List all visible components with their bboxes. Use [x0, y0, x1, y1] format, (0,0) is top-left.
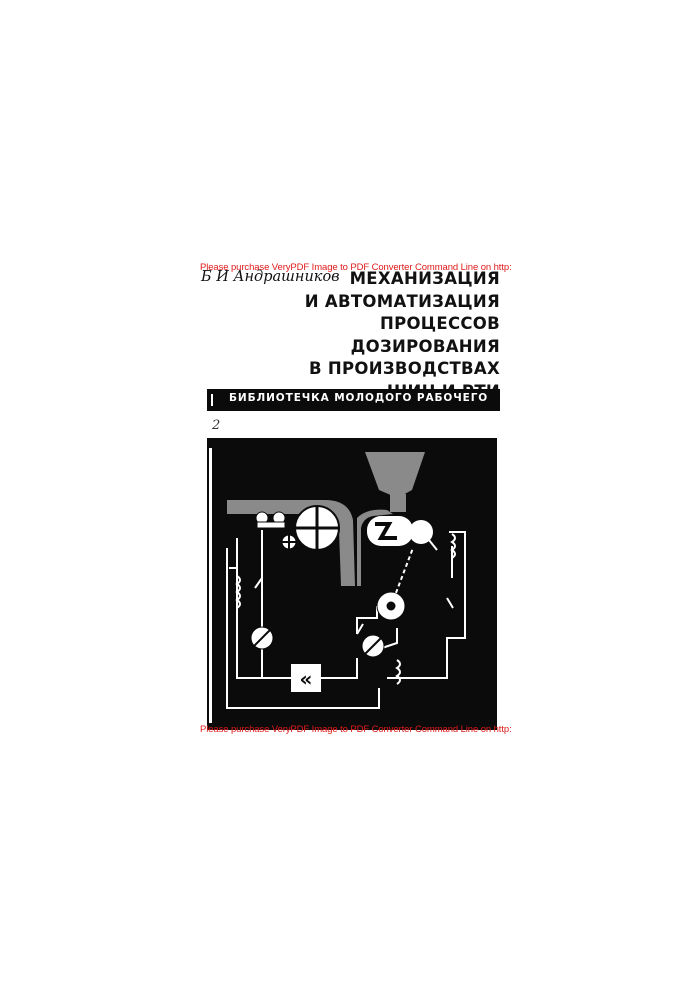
cover-diagram: «	[207, 438, 497, 730]
book-title: МЕХАНИЗАЦИЯ И АВТОМАТИЗАЦИЯ ПРОЦЕССОВ ДО…	[305, 268, 500, 403]
weigh-sensor	[367, 516, 438, 551]
title-line: ДОЗИРОВАНИЯ	[350, 336, 500, 356]
pulleys	[255, 505, 340, 551]
title-line: ПРОЦЕССОВ	[379, 314, 500, 333]
coils	[235, 533, 456, 685]
hopper	[365, 452, 425, 512]
book-author: Б И Андрашников	[201, 269, 340, 285]
handwritten-mark: 2	[212, 418, 221, 433]
diagram-left-stripe	[209, 448, 212, 723]
banner-tick	[211, 394, 213, 406]
belt-material	[227, 500, 393, 586]
switches	[254, 577, 454, 635]
series-name: БИБЛИОТЕЧКА МОЛОДОГО РАБОЧЕГО	[229, 392, 489, 404]
watermark-top: Please purchase VeryPDF Image to PDF Con…	[200, 262, 512, 273]
title-line: В ПРОИЗВОДСТВАХ	[308, 359, 500, 378]
controller-symbol: «	[300, 667, 313, 691]
watermark-bottom: Please purchase VeryPDF Image to PDF Con…	[200, 724, 512, 735]
title-line: МЕХАНИЗАЦИЯ	[349, 269, 500, 288]
title-line: И АВТОМАТИЗАЦИЯ	[304, 291, 500, 311]
series-banner: БИБЛИОТЕЧКА МОЛОДОГО РАБОЧЕГО	[207, 389, 500, 411]
controller-box: «	[291, 664, 321, 692]
gauges	[250, 547, 414, 658]
